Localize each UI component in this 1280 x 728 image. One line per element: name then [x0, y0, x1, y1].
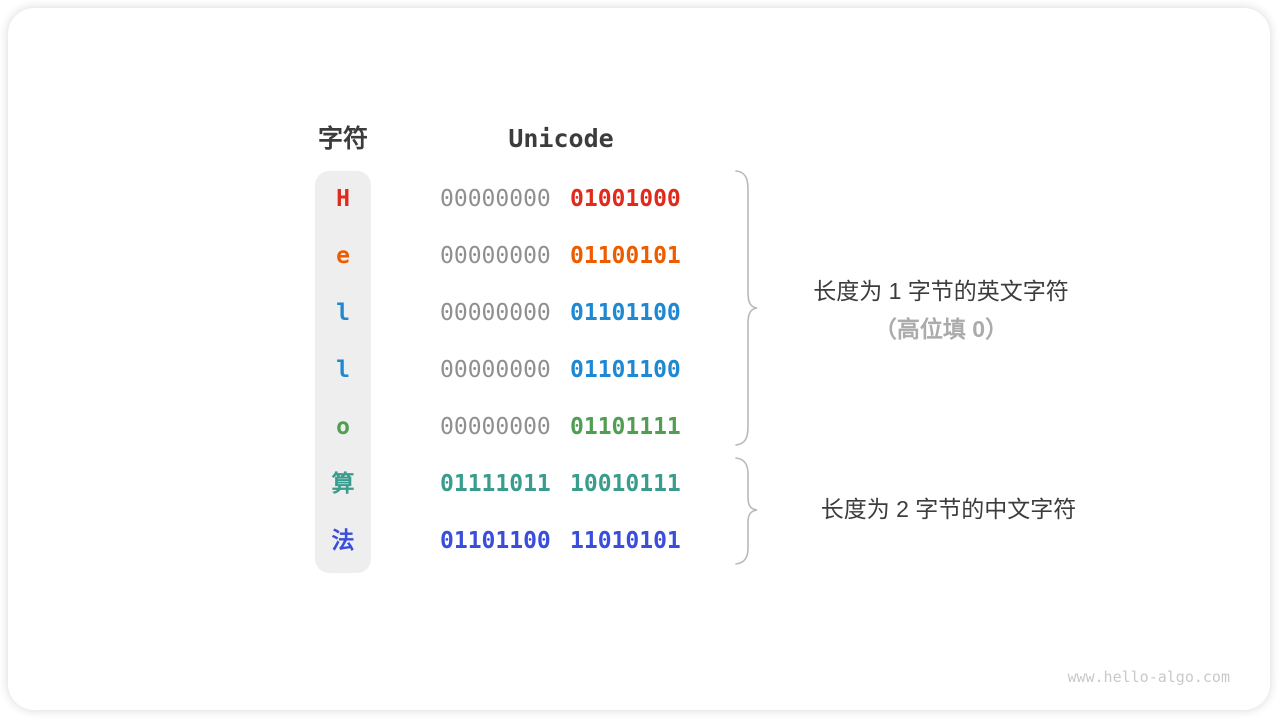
- two-byte-annotation: 长度为 2 字节的中文字符: [820, 496, 1077, 522]
- char-cell: l: [336, 357, 350, 383]
- watermark: www.hello-algo.com: [1067, 668, 1230, 686]
- byte2-cell: 01001000: [570, 186, 681, 212]
- byte1-cell: 00000000: [440, 300, 551, 326]
- char-cell: H: [336, 186, 350, 212]
- table-row-l2: l 00000000 01101100: [8, 342, 1280, 399]
- byte2-cell: 01101111: [570, 414, 681, 440]
- char-cell: l: [336, 300, 350, 326]
- byte1-cell: 01101100: [440, 528, 551, 554]
- byte2-cell: 01100101: [570, 243, 681, 269]
- char-cell: 法: [331, 528, 355, 554]
- byte2-cell: 10010111: [570, 471, 681, 497]
- byte1-cell: 00000000: [440, 186, 551, 212]
- one-byte-annotation: 长度为 1 字节的英文字符 （高位填 0）: [776, 272, 1106, 348]
- char-column-background: [315, 171, 371, 573]
- table-row-e: e 00000000 01100101: [8, 228, 1280, 285]
- one-byte-annotation-line1: 长度为 1 字节的英文字符: [813, 278, 1069, 304]
- unicode-column-header: Unicode: [508, 124, 614, 153]
- char-cell: o: [336, 414, 350, 440]
- char-cell: 算: [331, 471, 355, 497]
- byte1-cell: 00000000: [440, 414, 551, 440]
- byte1-cell: 00000000: [440, 357, 551, 383]
- table-row-H: H 00000000 01001000: [8, 171, 1280, 228]
- table-row-l1: l 00000000 01101100: [8, 285, 1280, 342]
- one-byte-annotation-line2: （高位填 0）: [873, 316, 1009, 342]
- char-cell: e: [336, 243, 350, 269]
- table-row-suan: 算 01111011 10010111: [8, 456, 1280, 513]
- figure-card: 字符 Unicode H 00000000 01001000 e 0000000…: [8, 8, 1270, 710]
- byte1-cell: 00000000: [440, 243, 551, 269]
- byte2-cell: 11010101: [570, 528, 681, 554]
- byte1-cell: 01111011: [440, 471, 551, 497]
- table-row-fa: 法 01101100 11010101: [8, 513, 1280, 570]
- char-column-header: 字符: [317, 125, 368, 153]
- table-row-o: o 00000000 01101111: [8, 399, 1280, 456]
- byte2-cell: 01101100: [570, 357, 681, 383]
- byte2-cell: 01101100: [570, 300, 681, 326]
